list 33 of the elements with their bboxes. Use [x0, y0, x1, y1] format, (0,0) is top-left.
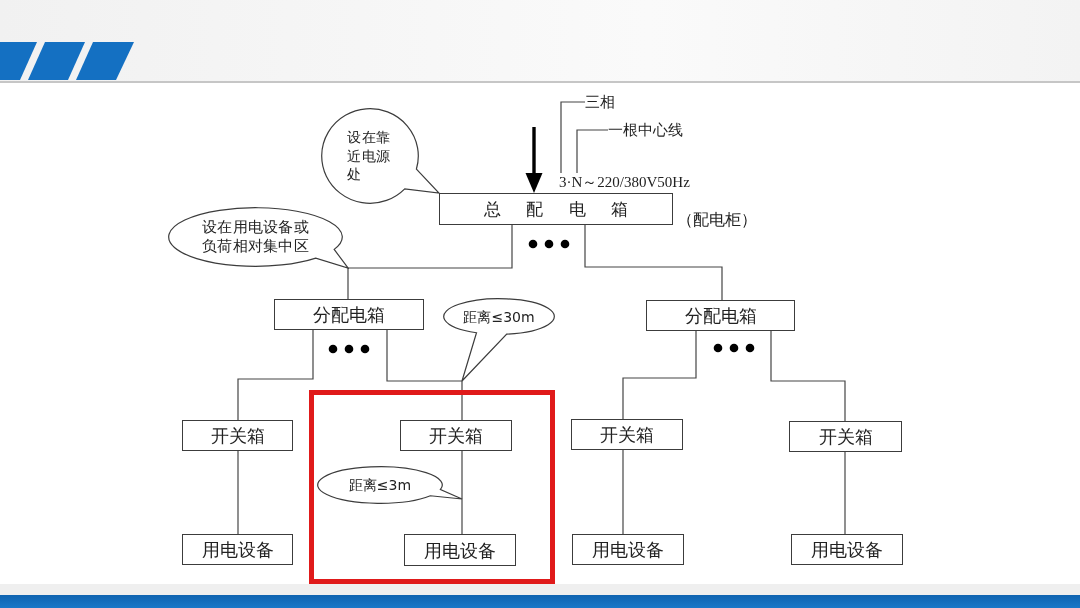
bubble-text: 设在靠近电源处	[347, 128, 392, 184]
labeled-box: 分配电箱	[646, 300, 795, 331]
labeled-box: 开关箱	[789, 421, 902, 452]
bubble-text: 距离≤3m	[347, 476, 413, 494]
leader-line	[576, 129, 609, 174]
connector-line	[622, 330, 697, 420]
highlight-frame	[309, 390, 555, 584]
connector-line	[347, 224, 513, 300]
leader-line	[560, 101, 586, 174]
bubble-text: 距离≤30m	[462, 307, 536, 326]
annotation-text: 3·N～220/380V50Hz	[559, 173, 690, 191]
labeled-box: 总 配 电 箱	[439, 193, 673, 225]
connector-line	[237, 329, 314, 421]
labeled-box: 用电设备	[404, 534, 516, 566]
connector-line	[844, 451, 846, 535]
labeled-box: 开关箱	[400, 420, 512, 451]
connector-line	[461, 450, 463, 535]
labeled-box: 开关箱	[571, 419, 683, 450]
labeled-box: 分配电箱	[274, 299, 424, 330]
connector-line	[770, 330, 846, 422]
connector-line	[584, 224, 723, 301]
annotation-text: 三相	[585, 93, 615, 111]
bubble-text: 设在用电设备或负荷相对集中区	[200, 218, 311, 256]
side-note: （配电柜）	[677, 210, 757, 230]
labeled-box: 开关箱	[182, 420, 293, 451]
annotation-text: 一根中心线	[608, 121, 683, 139]
connector-line	[622, 449, 624, 535]
labeled-box: 用电设备	[791, 534, 903, 565]
labeled-box: 用电设备	[572, 534, 684, 565]
labeled-box: 用电设备	[182, 534, 293, 565]
arrow	[525, 127, 543, 193]
connector-line	[237, 450, 239, 535]
connector-line	[386, 329, 463, 421]
